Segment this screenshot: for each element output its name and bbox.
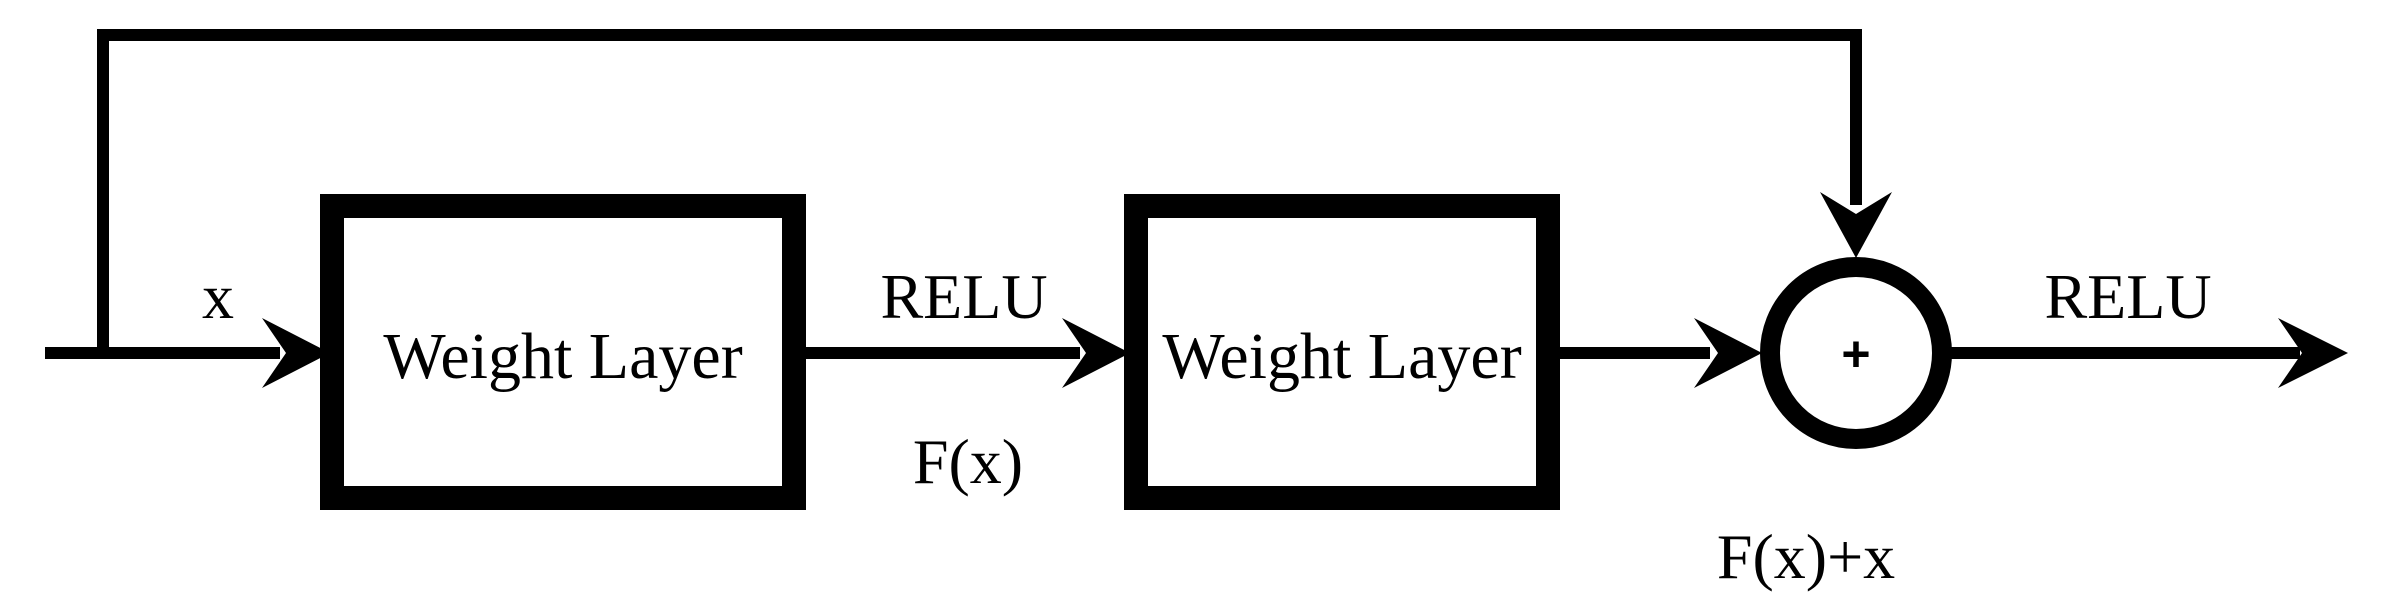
skip-connection-arrowhead [1820, 192, 1892, 258]
skip-connection-line [97, 29, 1862, 353]
addition-node [1760, 257, 1952, 449]
weight-layer-1-box [320, 194, 806, 510]
plus-symbol: + [1841, 326, 1870, 382]
relu-label-1: RELU [880, 261, 1047, 332]
sum-label: F(x)+x [1717, 521, 1895, 592]
fx-label: F(x) [913, 426, 1023, 497]
relu-label-2: RELU [2044, 261, 2211, 332]
weight-layer-2-box [1124, 194, 1560, 510]
relu-connector-arrowhead [1062, 318, 1130, 388]
input-label: x [202, 261, 234, 332]
input-arrowhead [262, 318, 330, 388]
sum-input-arrowhead [1694, 318, 1762, 388]
weight-layer-2-label: Weight Layer [1162, 320, 1521, 393]
output-arrowhead [2278, 318, 2348, 388]
weight-layer-1-label: Weight Layer [383, 320, 742, 393]
